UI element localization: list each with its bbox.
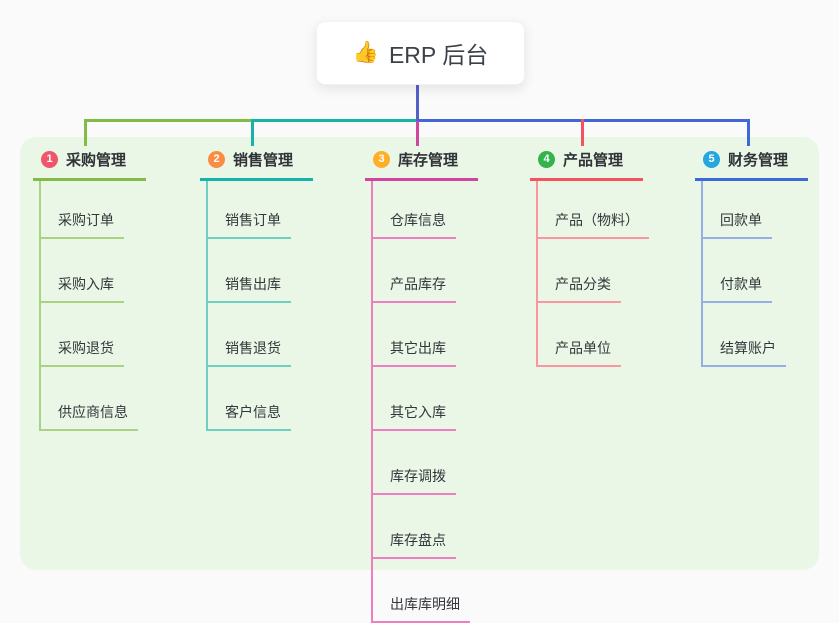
- branch-drop-finance: [747, 119, 750, 146]
- branch-header-purchase[interactable]: 1 采购管理: [33, 146, 146, 181]
- node-item[interactable]: 供应商信息: [41, 367, 138, 431]
- branch-finance: 5 财务管理 回款单 付款单 结算账户: [695, 146, 808, 367]
- branch-label: 产品管理: [563, 152, 624, 169]
- branch-sales: 2 销售管理 销售订单 销售出库 销售退货 客户信息: [200, 146, 313, 431]
- node-item[interactable]: 销售订单: [208, 181, 291, 239]
- node-item[interactable]: 产品（物料）: [538, 181, 649, 239]
- branch-header-finance[interactable]: 5 财务管理: [695, 146, 808, 181]
- node-item[interactable]: 仓库信息: [373, 181, 456, 239]
- branch-number-badge: 3: [373, 151, 390, 168]
- node-item[interactable]: 产品单位: [538, 303, 621, 367]
- node-item[interactable]: 库存盘点: [373, 495, 456, 559]
- root-connector-line: [416, 84, 419, 123]
- branch-items: 销售订单 销售出库 销售退货 客户信息: [206, 181, 291, 431]
- branch-purchase: 1 采购管理 采购订单 采购入库 采购退货 供应商信息: [33, 146, 146, 431]
- branch-header-inventory[interactable]: 3 库存管理: [365, 146, 478, 181]
- node-item[interactable]: 销售退货: [208, 303, 291, 367]
- root-node[interactable]: 👍 ERP 后台: [316, 21, 525, 85]
- branch-items: 仓库信息 产品库存 其它出库 其它入库 库存调拨 库存盘点 出库库明细: [371, 181, 470, 623]
- branch-product: 4 产品管理 产品（物料） 产品分类 产品单位: [530, 146, 649, 367]
- branch-drop-product: [581, 119, 584, 146]
- branch-label: 库存管理: [398, 152, 459, 169]
- node-item[interactable]: 其它入库: [373, 367, 456, 431]
- node-item[interactable]: 库存调拨: [373, 431, 456, 495]
- node-item[interactable]: 产品库存: [373, 239, 456, 303]
- node-item[interactable]: 其它出库: [373, 303, 456, 367]
- node-item[interactable]: 销售出库: [208, 239, 291, 303]
- branch-number-badge: 2: [208, 151, 225, 168]
- branch-number-badge: 4: [538, 151, 555, 168]
- root-label: ERP 后台: [388, 42, 489, 68]
- branch-drop-sales: [251, 119, 254, 146]
- branch-number-badge: 1: [41, 151, 58, 168]
- node-item[interactable]: 采购退货: [41, 303, 124, 367]
- node-item[interactable]: 付款单: [703, 239, 772, 303]
- node-item[interactable]: 出库库明细: [373, 559, 470, 623]
- mindmap-canvas: 👍 ERP 后台 1 采购管理 采购订单 采购入库 采购退货 供应商信息 2 销…: [20, 21, 819, 623]
- branch-items: 产品（物料） 产品分类 产品单位: [536, 181, 649, 367]
- node-item[interactable]: 产品分类: [538, 239, 621, 303]
- branch-header-product[interactable]: 4 产品管理: [530, 146, 643, 181]
- branch-inventory: 3 库存管理 仓库信息 产品库存 其它出库 其它入库 库存调拨 库存盘点 出库库…: [365, 146, 478, 623]
- branch-drop-purchase: [84, 119, 87, 146]
- thumbs-up-icon: 👍: [352, 41, 379, 64]
- branch-label: 财务管理: [728, 152, 789, 169]
- node-item[interactable]: 结算账户: [703, 303, 786, 367]
- branch-header-sales[interactable]: 2 销售管理: [200, 146, 313, 181]
- node-item[interactable]: 采购订单: [41, 181, 124, 239]
- branch-number-badge: 5: [703, 151, 720, 168]
- trunk-segment-green: [84, 119, 253, 122]
- node-item[interactable]: 回款单: [703, 181, 772, 239]
- branch-items: 采购订单 采购入库 采购退货 供应商信息: [39, 181, 138, 431]
- branch-label: 销售管理: [233, 152, 294, 169]
- branch-label: 采购管理: [66, 152, 127, 169]
- branch-items: 回款单 付款单 结算账户: [701, 181, 786, 367]
- branches-panel: [20, 137, 819, 570]
- trunk-segment-teal: [251, 119, 418, 122]
- node-item[interactable]: 采购入库: [41, 239, 124, 303]
- branch-drop-inventory: [416, 121, 419, 146]
- node-item[interactable]: 客户信息: [208, 367, 291, 431]
